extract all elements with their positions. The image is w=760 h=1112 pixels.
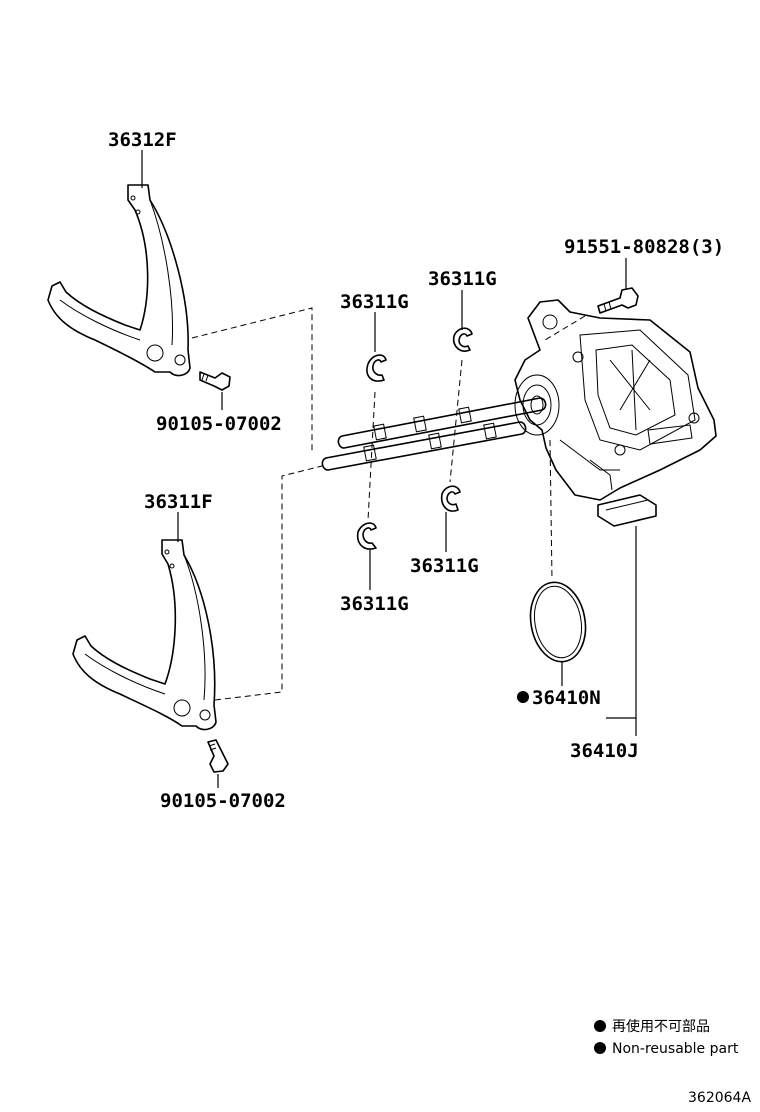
label-fork-lower: 36311F bbox=[144, 491, 213, 513]
bolt-upper[interactable] bbox=[199, 371, 231, 391]
shift-shaft-lower[interactable] bbox=[321, 421, 527, 471]
bolt-lower[interactable] bbox=[207, 739, 229, 773]
label-bolt-upper: 90105-07002 bbox=[156, 413, 282, 435]
snap-ring-top-left[interactable] bbox=[366, 354, 387, 382]
legend-text-jp: 再使用不可部品 bbox=[612, 1018, 710, 1035]
snap-ring-bottom-left[interactable] bbox=[356, 522, 377, 550]
label-ring-bottom-left: 36311G bbox=[340, 593, 409, 615]
shift-fork-upper[interactable] bbox=[47, 184, 191, 377]
non-reusable-marker-icon bbox=[517, 691, 529, 703]
shift-fork-lower[interactable] bbox=[72, 539, 217, 731]
label-actuator: 36410J bbox=[570, 740, 639, 762]
label-bolt-lower: 90105-07002 bbox=[160, 790, 286, 812]
label-ring-top-left: 36311G bbox=[340, 291, 409, 313]
label-fork-upper: 36312F bbox=[108, 129, 177, 151]
diagram-code: 362064A bbox=[688, 1090, 751, 1106]
legend-bullet-icon bbox=[594, 1042, 606, 1054]
bolt-actuator[interactable] bbox=[597, 287, 639, 314]
actuator-assembly[interactable] bbox=[514, 299, 717, 527]
legend-bullet-icon bbox=[594, 1020, 606, 1032]
legend: 再使用不可部品 Non-reusable part bbox=[594, 1018, 739, 1057]
label-ring-top-right: 36311G bbox=[428, 268, 497, 290]
alignment-lines bbox=[191, 307, 586, 701]
legend-text-en: Non-reusable part bbox=[612, 1041, 739, 1057]
o-ring[interactable] bbox=[524, 578, 591, 666]
leader-lines bbox=[141, 150, 637, 788]
label-oring: 36410N bbox=[532, 687, 601, 709]
snap-ring-top-right[interactable] bbox=[452, 327, 473, 352]
snap-ring-bottom-right[interactable] bbox=[440, 485, 461, 512]
label-bolt-actuator: 91551-80828(3) bbox=[564, 236, 724, 258]
label-ring-bottom-right: 36311G bbox=[410, 555, 479, 577]
